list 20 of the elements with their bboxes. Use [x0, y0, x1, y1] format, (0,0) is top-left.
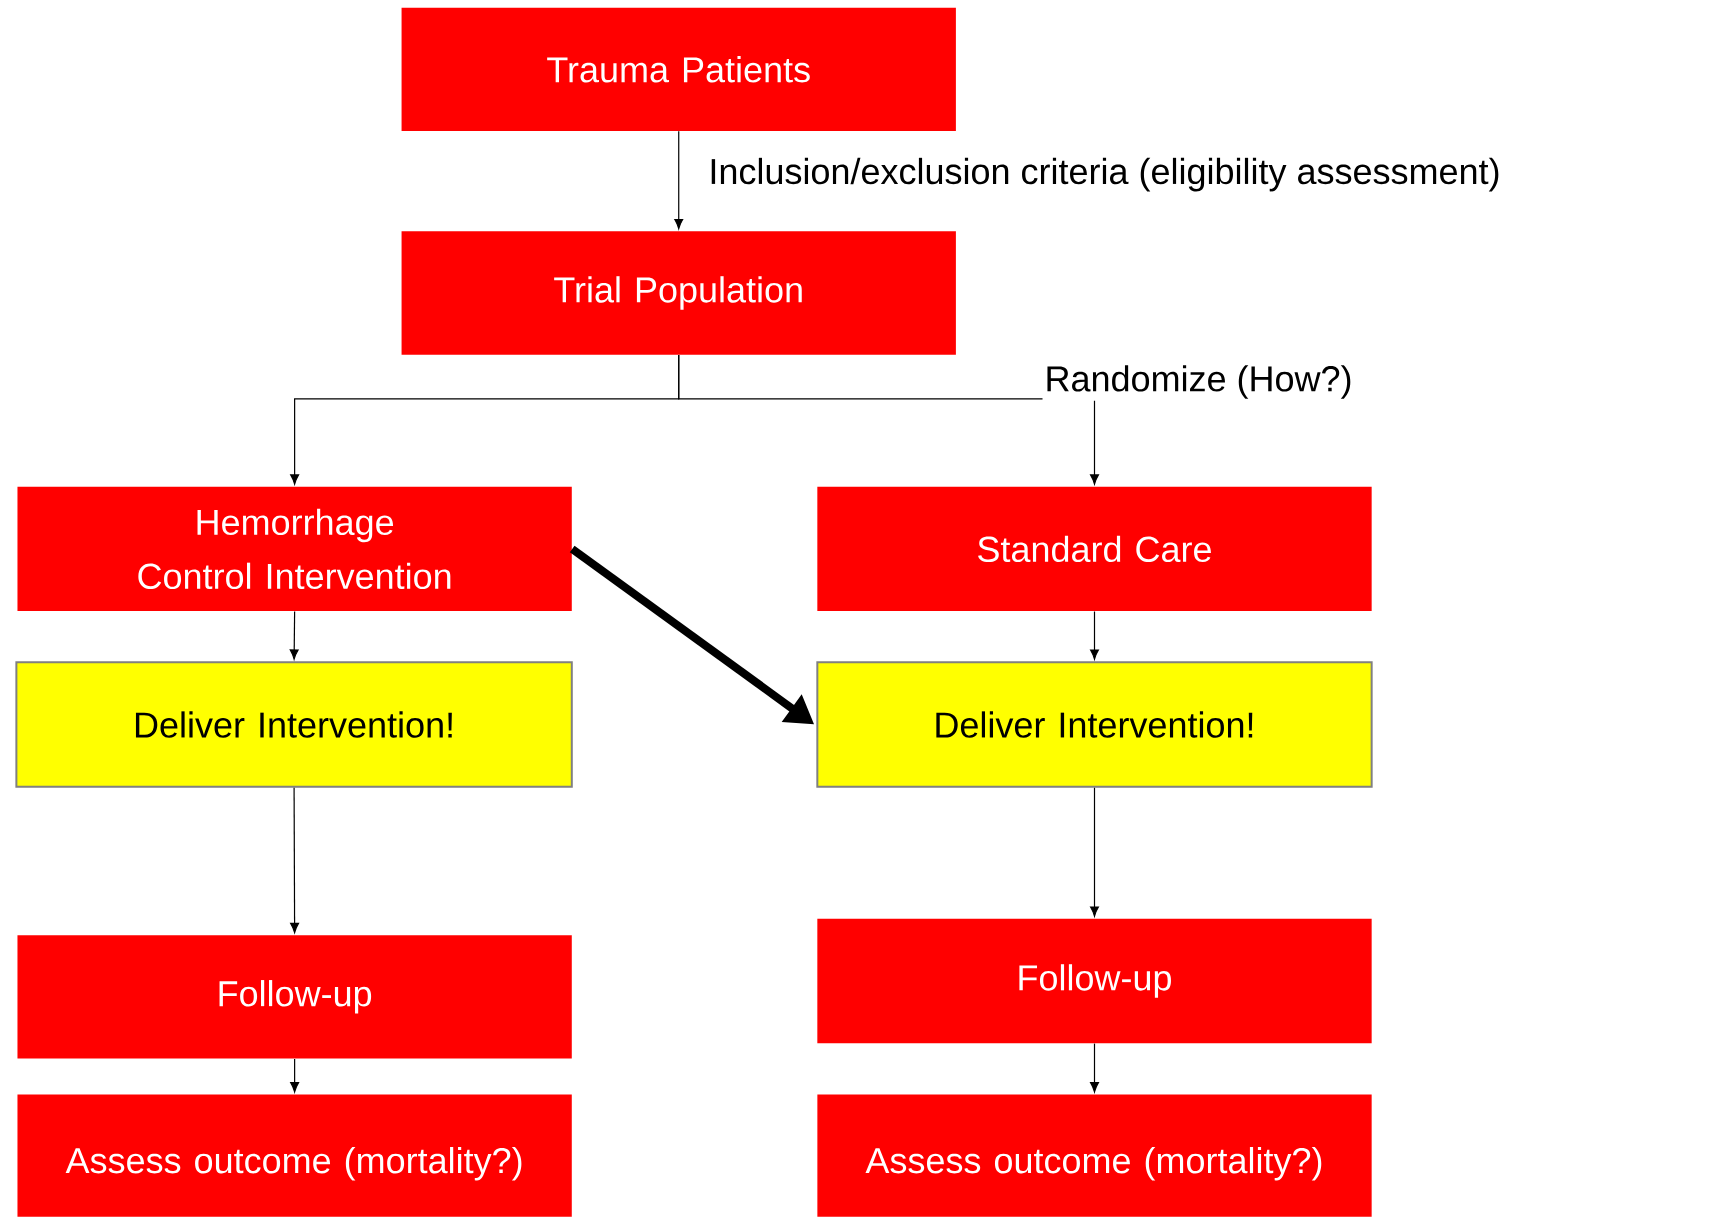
- arrow: [1090, 787, 1099, 917]
- process-box: Follow-up: [817, 918, 1372, 1044]
- edge-label: Randomize (How?): [1042, 363, 1355, 401]
- arrow: [1090, 1043, 1099, 1093]
- arrow: [674, 130, 684, 230]
- process-box: Assess outcome (mortality?): [17, 1094, 572, 1217]
- process-box: Standard Care: [817, 486, 1372, 612]
- action-box: Deliver Intervention!: [816, 661, 1373, 788]
- arrow: [290, 787, 300, 934]
- process-box: Follow-up: [17, 935, 572, 1059]
- action-box: Deliver Intervention!: [15, 661, 573, 788]
- edge-label: Inclusion/exclusion criteria (eligibility assessment): [706, 156, 1503, 194]
- arrow: [289, 611, 299, 660]
- arrow: [1090, 611, 1099, 660]
- process-box: Trauma Patients: [401, 7, 956, 132]
- process-box: Hemorrhage Control Intervention: [17, 486, 572, 612]
- process-box: Assess outcome (mortality?): [817, 1094, 1372, 1217]
- process-box: Trial Population: [401, 231, 956, 355]
- arrow: [290, 1058, 300, 1093]
- arrow: [678, 354, 1099, 485]
